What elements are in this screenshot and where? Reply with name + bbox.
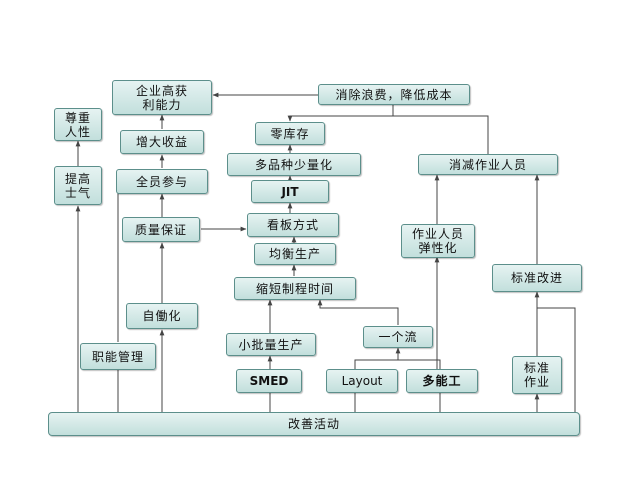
- node-zero-inventory: 零库存: [255, 122, 325, 145]
- node-kaizen: 改善活动: [48, 412, 580, 436]
- node-respect: 尊重 人性: [54, 108, 102, 141]
- node-multi-skill: 多能工: [406, 369, 478, 393]
- node-layout: Layout: [326, 369, 398, 393]
- node-jit: JIT: [251, 180, 329, 203]
- node-reduce-staff: 消减作业人员: [418, 154, 558, 175]
- node-std-work: 标准 作业: [512, 356, 562, 394]
- node-std-improve: 标准改进: [492, 264, 582, 292]
- node-waste: 消除浪费，降低成本: [318, 84, 470, 105]
- node-small-batch: 小批量生产: [226, 333, 316, 356]
- link-waste-to-reduce-staff: [393, 115, 489, 154]
- node-quality: 质量保证: [122, 217, 200, 242]
- node-one-flow: 一个流: [363, 326, 433, 348]
- node-leveling: 均衡生产: [254, 243, 336, 265]
- link-layout-to-oneflow: [354, 359, 441, 369]
- link-waste-to-zero-inventory: [287, 105, 394, 122]
- node-jidoka: 自働化: [126, 303, 198, 329]
- node-profit: 企业高获 利能力: [112, 80, 212, 115]
- link-jobmgmt-to-all-staff: [117, 180, 124, 342]
- node-lead-time: 缩短制程时间: [234, 277, 356, 300]
- node-revenue: 增大收益: [120, 130, 204, 154]
- link-kaizen-right-loop: [537, 307, 576, 412]
- link-oneflow-to-leadtime: [317, 299, 399, 325]
- node-multi-variety: 多品种少量化: [227, 153, 361, 176]
- node-flex-staff: 作业人员 弹性化: [401, 224, 475, 258]
- node-smed: SMED: [236, 369, 302, 393]
- node-kanban: 看板方式: [247, 213, 339, 237]
- node-job-mgmt: 职能管理: [80, 343, 156, 370]
- node-morale: 提高 士气: [54, 166, 102, 205]
- node-all-staff: 全员参与: [116, 169, 208, 194]
